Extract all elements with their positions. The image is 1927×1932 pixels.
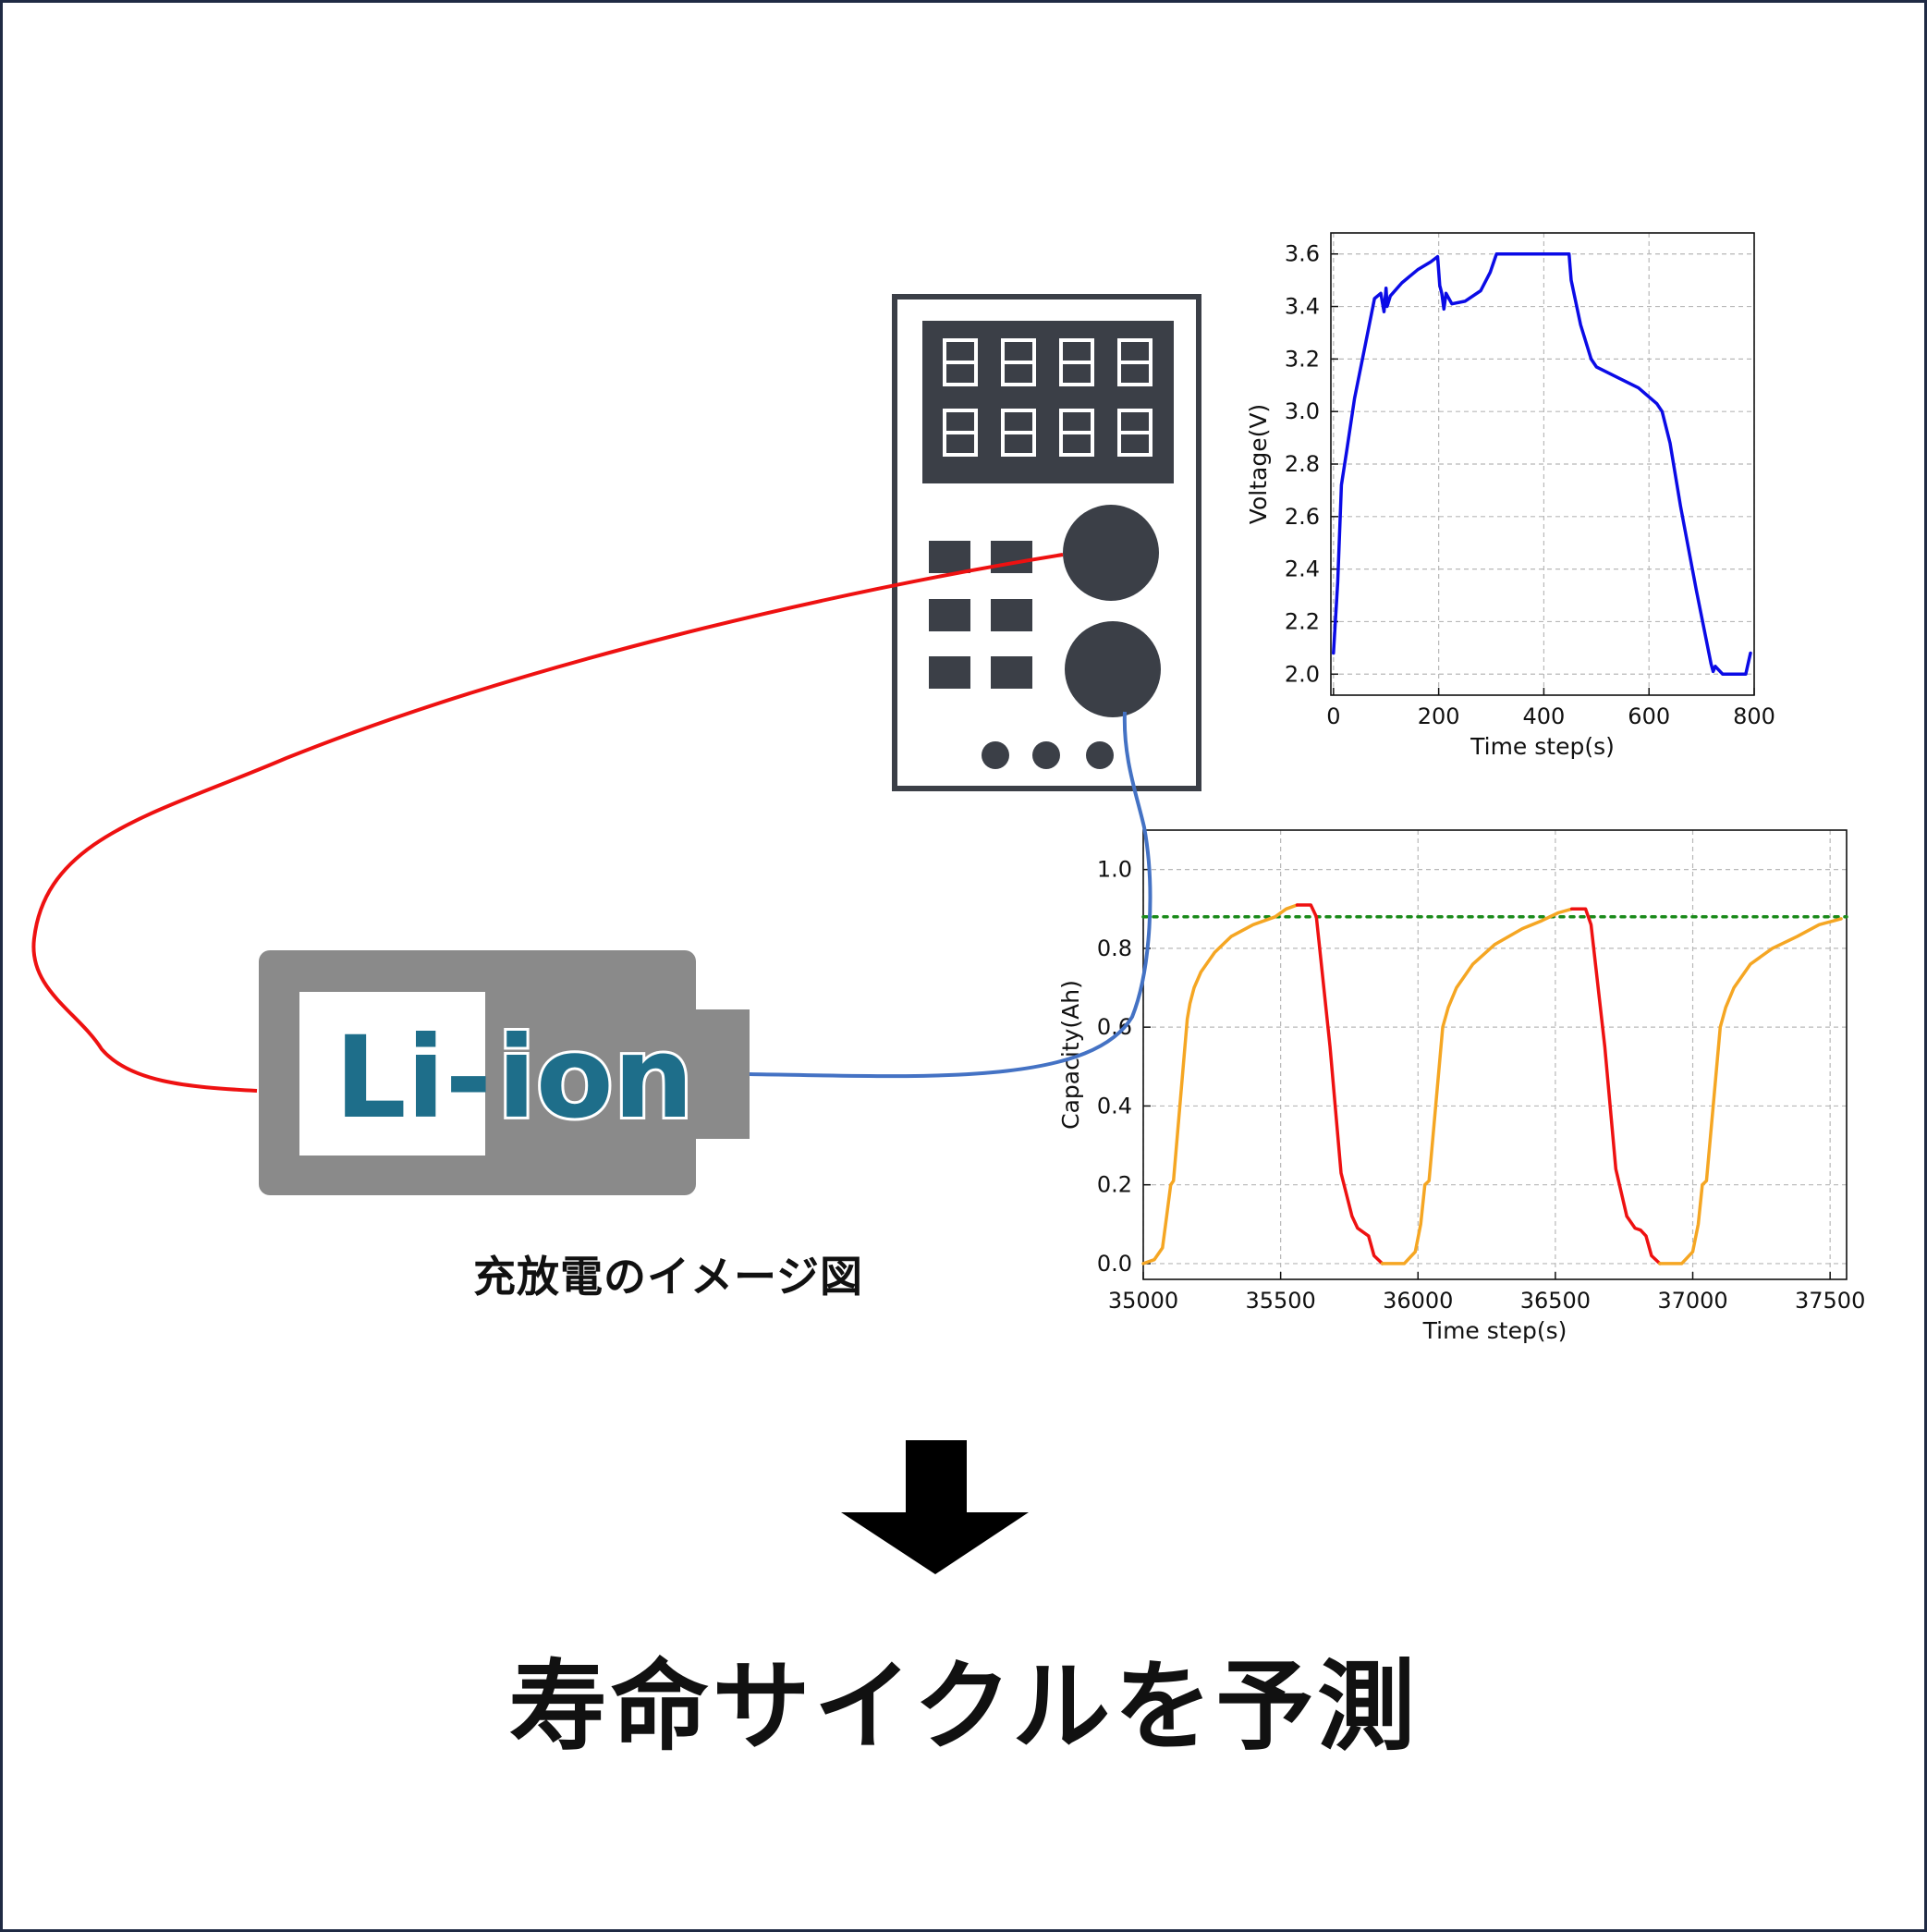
device-button: [991, 656, 1032, 689]
y-tick-label: 2.0: [1285, 661, 1320, 687]
display-digit: [1059, 409, 1094, 457]
display-digit: [943, 409, 978, 457]
display-digit: [1001, 409, 1036, 457]
y-tick-label: 0.2: [1097, 1172, 1132, 1198]
device-led: [1032, 741, 1060, 769]
y-tick-label: 0.8: [1097, 935, 1132, 961]
battery-label-box: [299, 992, 485, 1156]
device-buttons: [929, 541, 1032, 689]
x-tick-label: 200: [1418, 703, 1460, 729]
x-axis-label: Time step(s): [1470, 733, 1615, 760]
device-button: [929, 599, 970, 631]
y-tick-label: 3.6: [1285, 241, 1320, 267]
display-digit: [1117, 409, 1153, 457]
battery-label-left: Li-: [335, 1012, 492, 1143]
y-tick-label: 2.6: [1285, 504, 1320, 530]
x-axis-label: Time step(s): [1422, 1317, 1567, 1344]
y-tick-label: 0.4: [1097, 1093, 1132, 1119]
x-tick-label: 36500: [1520, 1288, 1591, 1314]
y-tick-label: 3.2: [1285, 346, 1320, 372]
display-digit: [943, 338, 978, 386]
device-led: [1086, 741, 1114, 769]
x-tick-label: 400: [1523, 703, 1566, 729]
device-knob-top: [1063, 505, 1159, 601]
arrow-down-icon: [841, 1440, 1029, 1574]
display-digit: [1059, 338, 1094, 386]
capacity-chart: 35000 35500 36000 36500 37000 37500 0.0 0.2 0.4 0…: [1057, 829, 1865, 1344]
series-line-charge: [1380, 907, 1574, 1266]
y-tick-label: 2.8: [1285, 451, 1320, 477]
series-line-charge: [1141, 903, 1299, 1266]
display-digit: [1001, 338, 1036, 386]
x-tick-label: 37000: [1657, 1288, 1727, 1314]
voltage-chart: 0 200 400 600 800 2.0 2.2 2.4 2.6 2.8 3.0 3.2 3.4 3.6…: [1245, 232, 1775, 760]
device-led: [982, 741, 1009, 769]
series-line-charge: [1658, 917, 1843, 1266]
x-tick-label: 36000: [1383, 1288, 1453, 1314]
y-axis-label: Voltage(V): [1245, 404, 1272, 524]
battery-icon: Li- ion: [259, 950, 750, 1195]
x-tick-label: 0: [1326, 703, 1340, 729]
diagram-caption: 充放電のイメージ図: [472, 1252, 864, 1302]
x-tick-label: 600: [1628, 703, 1670, 729]
x-tick-label: 800: [1733, 703, 1775, 729]
charger-discharger-icon: [892, 294, 1201, 791]
y-tick-label: 2.4: [1285, 556, 1320, 582]
blue-wire: [749, 711, 1153, 1079]
device-display: [922, 321, 1174, 483]
series-line-discharge: [1295, 903, 1384, 1266]
y-tick-label: 2.2: [1285, 608, 1320, 634]
device-button: [991, 599, 1032, 631]
device-button: [991, 541, 1032, 573]
display-digits: [943, 338, 1153, 457]
series-line-discharge: [1569, 907, 1662, 1266]
x-tick-label: 35000: [1108, 1288, 1178, 1314]
plot-frame: [1142, 829, 1848, 1280]
y-tick-label: 1.0: [1097, 857, 1132, 883]
y-tick-label: 3.0: [1285, 398, 1320, 424]
x-tick-label: 35500: [1245, 1288, 1315, 1314]
battery-terminal: [693, 1009, 750, 1139]
y-tick-label: 0.0: [1097, 1251, 1132, 1277]
battery-label-right: ion: [497, 1012, 694, 1143]
device-knob-bottom: [1065, 621, 1161, 717]
y-tick-label: 3.4: [1285, 294, 1320, 320]
red-wire: [31, 553, 1064, 1093]
series-line-voltage: [1332, 251, 1752, 677]
x-tick-label: 37500: [1795, 1288, 1865, 1314]
device-button: [929, 656, 970, 689]
display-digit: [1117, 338, 1153, 386]
device-button: [929, 541, 970, 573]
headline: 寿命サイクルを予測: [508, 1650, 1420, 1764]
